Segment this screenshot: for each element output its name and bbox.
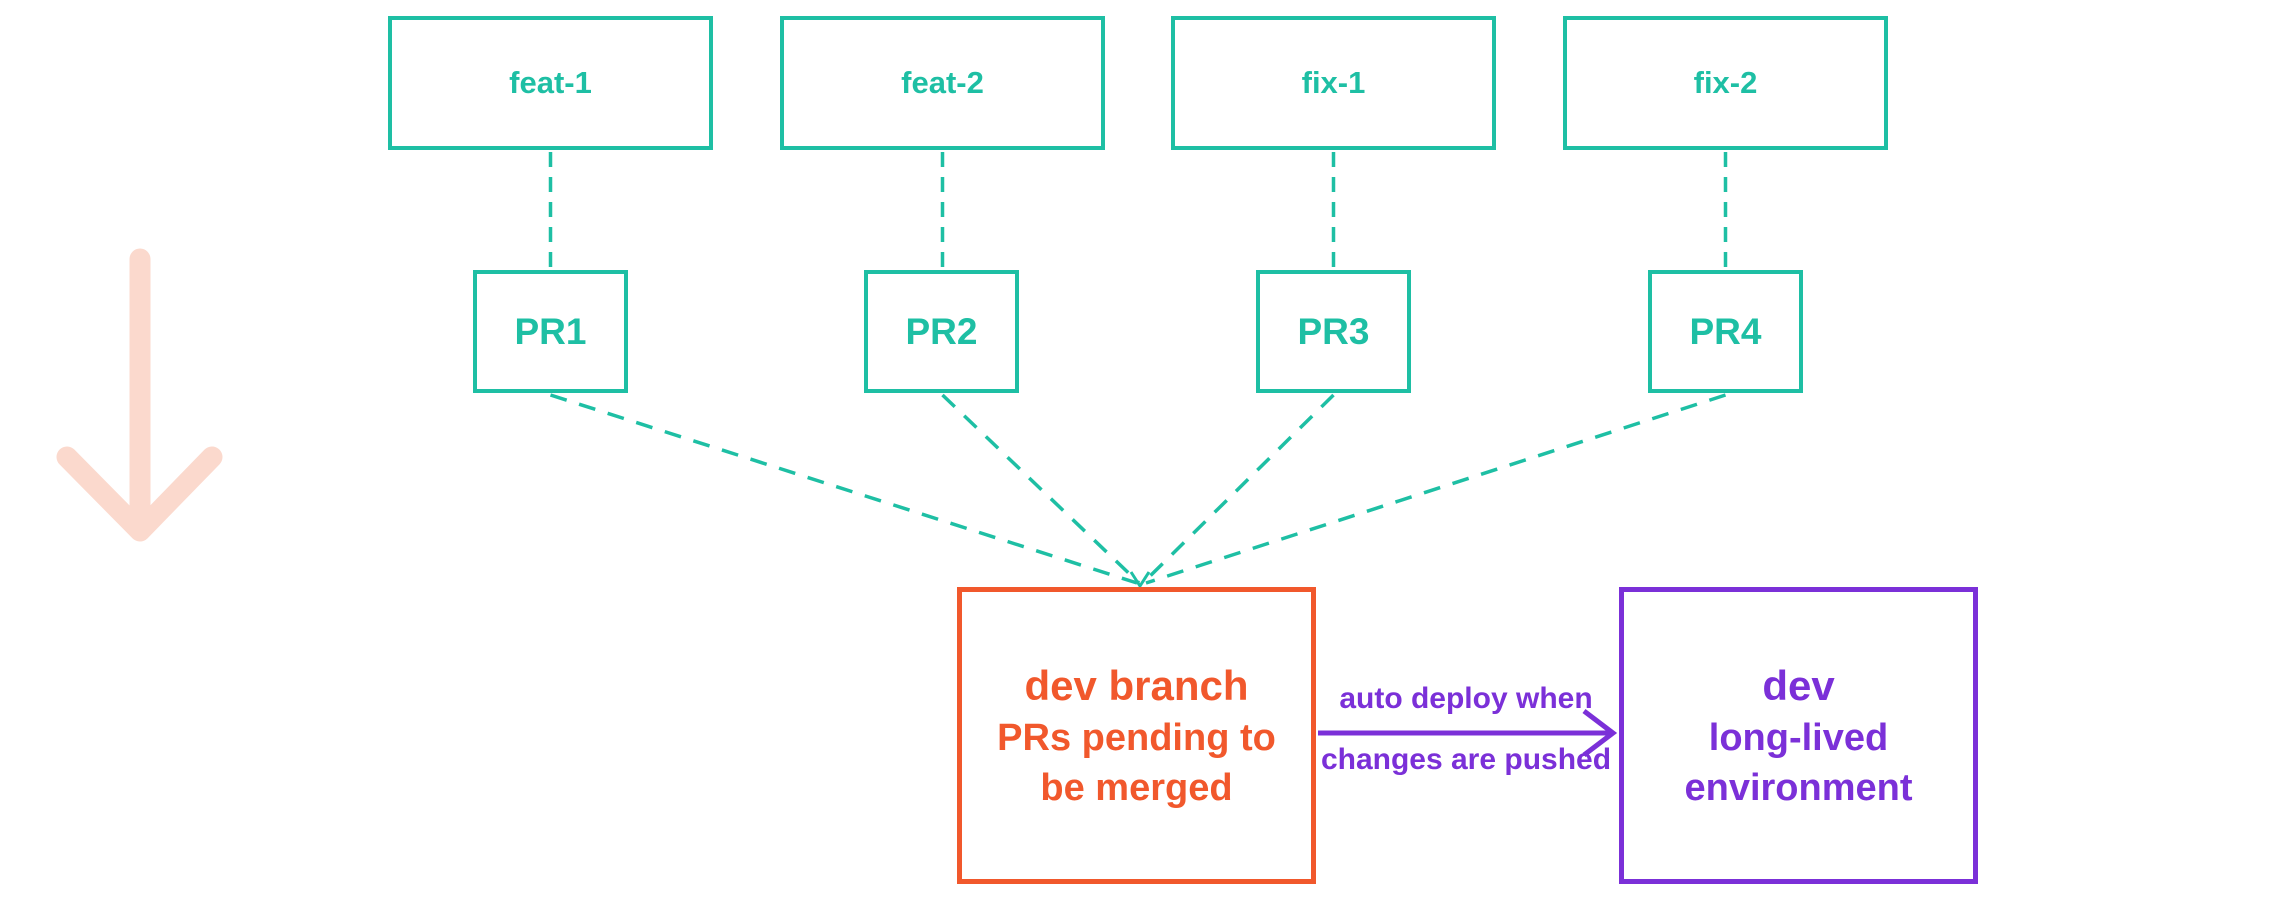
pull-request-label: PR2 xyxy=(905,310,978,352)
dev-environment-desc-line1: long-lived xyxy=(1708,716,1889,759)
dev-branch-name-suffix: branch xyxy=(1096,661,1249,709)
pr-merge-connector xyxy=(549,393,1138,585)
pull-request-box-3: PR3 xyxy=(1256,270,1411,393)
pr-merge-connector xyxy=(1141,393,1335,585)
dev-environment-title: dev xyxy=(1762,659,1834,713)
feature-branch-box-fix-2: fix-2 xyxy=(1563,16,1888,150)
feature-branch-box-fix-1: fix-1 xyxy=(1171,16,1496,150)
pull-request-box-4: PR4 xyxy=(1648,270,1803,393)
dev-environment-box: dev long-lived environment xyxy=(1619,587,1978,884)
flow-direction-down-arrow-icon xyxy=(56,248,223,542)
feature-branch-box-feat-1: feat-1 xyxy=(388,16,713,150)
dev-branch-desc-line1: PRs pending to xyxy=(997,716,1276,759)
dev-branch-box: dev branch PRs pending to be merged xyxy=(957,587,1316,884)
deploy-arrow-label-line2: changes are pushed xyxy=(1320,743,1612,776)
merge-arrowhead-icon xyxy=(1129,571,1151,589)
pr-merge-connector xyxy=(941,393,1141,585)
feature-branch-label: fix-2 xyxy=(1693,65,1758,100)
pull-request-box-2: PR2 xyxy=(864,270,1019,393)
deploy-arrowhead-icon xyxy=(1582,709,1618,757)
dev-branch-name: dev xyxy=(1024,661,1097,709)
pull-request-box-1: PR1 xyxy=(473,270,628,393)
pr-merge-connector xyxy=(1145,393,1727,585)
pull-request-label: PR3 xyxy=(1297,310,1370,352)
deploy-arrow-label-line1: auto deploy when xyxy=(1339,682,1593,715)
dev-branch-title: dev branch xyxy=(1024,659,1248,713)
feature-branch-label: fix-1 xyxy=(1301,65,1366,100)
feature-branch-box-feat-2: feat-2 xyxy=(780,16,1105,150)
pull-request-label: PR4 xyxy=(1689,310,1762,352)
pull-request-label: PR1 xyxy=(514,310,587,352)
dev-environment-name: dev xyxy=(1762,661,1835,709)
dev-branch-desc-line2: be merged xyxy=(1040,766,1233,809)
feature-branch-label: feat-1 xyxy=(509,65,592,100)
feature-branch-label: feat-2 xyxy=(901,65,984,100)
dev-environment-desc-line2: environment xyxy=(1684,766,1913,809)
